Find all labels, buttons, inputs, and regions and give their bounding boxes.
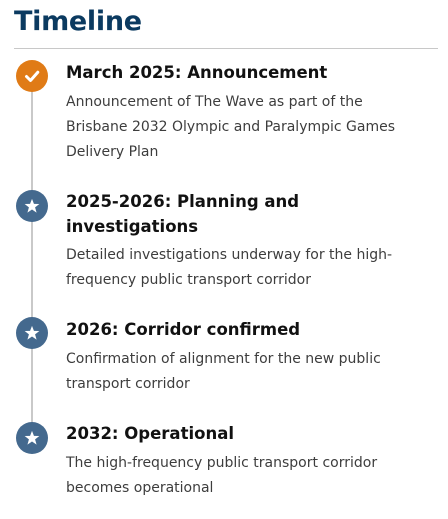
star-icon xyxy=(16,422,48,454)
star-icon xyxy=(16,317,48,349)
page-title: Timeline xyxy=(14,6,142,37)
timeline-item-description: Detailed investigations underway for the… xyxy=(66,247,393,288)
timeline-item-description: The high-frequency public transport corr… xyxy=(66,455,378,496)
heading-divider xyxy=(14,48,438,49)
timeline-item-title: 2025-2026: Planning and investigations xyxy=(66,192,300,236)
timeline-line xyxy=(31,76,33,440)
checkmark-icon xyxy=(16,60,48,92)
timeline-item-title: 2032: Operational xyxy=(66,424,234,443)
timeline-item-description: Confirmation of alignment for the new pu… xyxy=(66,351,381,392)
star-icon xyxy=(16,190,48,222)
timeline-item-description: Announcement of The Wave as part of the … xyxy=(66,94,396,160)
timeline-item-title: 2026: Corridor confirmed xyxy=(66,320,301,339)
timeline-item-title: March 2025: Announcement xyxy=(66,63,328,82)
